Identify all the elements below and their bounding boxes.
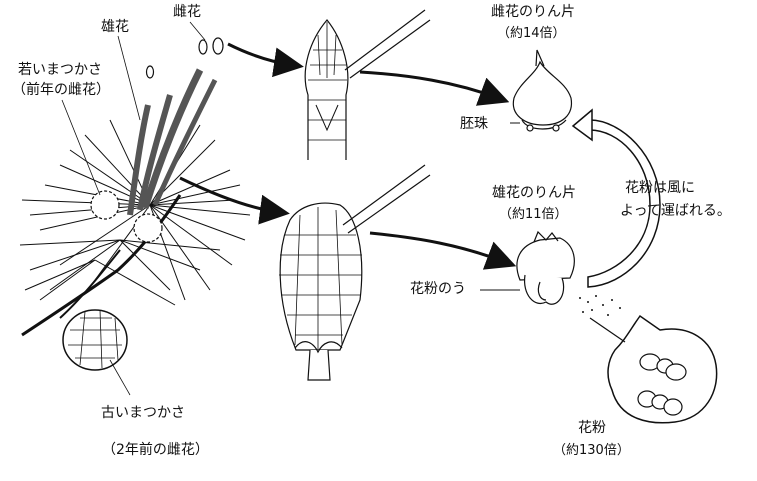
pollen-dust — [579, 295, 621, 316]
old-cone-sublabel: （2年前の雌花） — [102, 442, 209, 458]
old-cone-leader — [109, 359, 131, 396]
male-flower-leader — [117, 35, 141, 121]
female-flower-leader — [189, 21, 206, 41]
ovule-label: 胚珠 — [460, 116, 488, 132]
female-scale-magnification: （約14倍） — [497, 26, 566, 41]
pollination-arc-arrow — [571, 108, 661, 288]
pollen-label: 花粉 — [578, 420, 606, 436]
female-scale-icon — [512, 49, 573, 132]
wind-label-line1: 花粉は風に — [625, 180, 695, 196]
male-scale-icon — [516, 230, 575, 305]
young-cone-sublabel: （前年の雌花） — [12, 82, 110, 98]
old-cone-label: 古いまつかさ — [101, 405, 185, 421]
pollen-magnification: （約130倍） — [553, 443, 630, 458]
pollen-grain-icon — [637, 353, 687, 416]
tweezers-icon — [344, 9, 431, 79]
female-scale-title: 雌花のりん片 — [491, 4, 575, 20]
pine-branch-icon — [19, 37, 251, 371]
wind-label-line2: よって運ばれる。 — [620, 203, 731, 219]
male-scale-title: 雄花のりん片 — [492, 185, 576, 201]
male-scale-magnification: （約11倍） — [499, 207, 568, 222]
male-flower-closeup-icon — [279, 202, 363, 381]
process-arrows — [179, 42, 517, 270]
female-flower-closeup-icon — [304, 19, 349, 160]
tweezers-icon — [342, 164, 431, 234]
female-flower-label: 雌花 — [173, 4, 201, 20]
young-cone-label: 若いまつかさ — [18, 62, 102, 78]
young-cone-leader — [61, 99, 101, 196]
male-flower-label: 雄花 — [101, 19, 129, 35]
pollen-sac-label: 花粉のう — [410, 281, 466, 297]
